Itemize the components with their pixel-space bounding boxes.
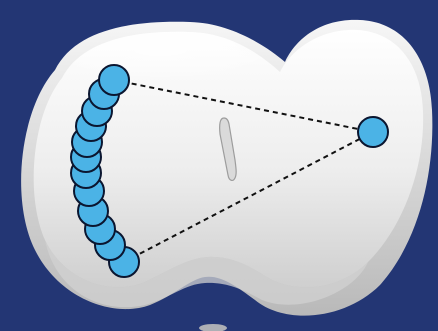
bottom-peg xyxy=(199,324,227,331)
single-node xyxy=(358,117,388,147)
arc-node xyxy=(99,65,129,95)
